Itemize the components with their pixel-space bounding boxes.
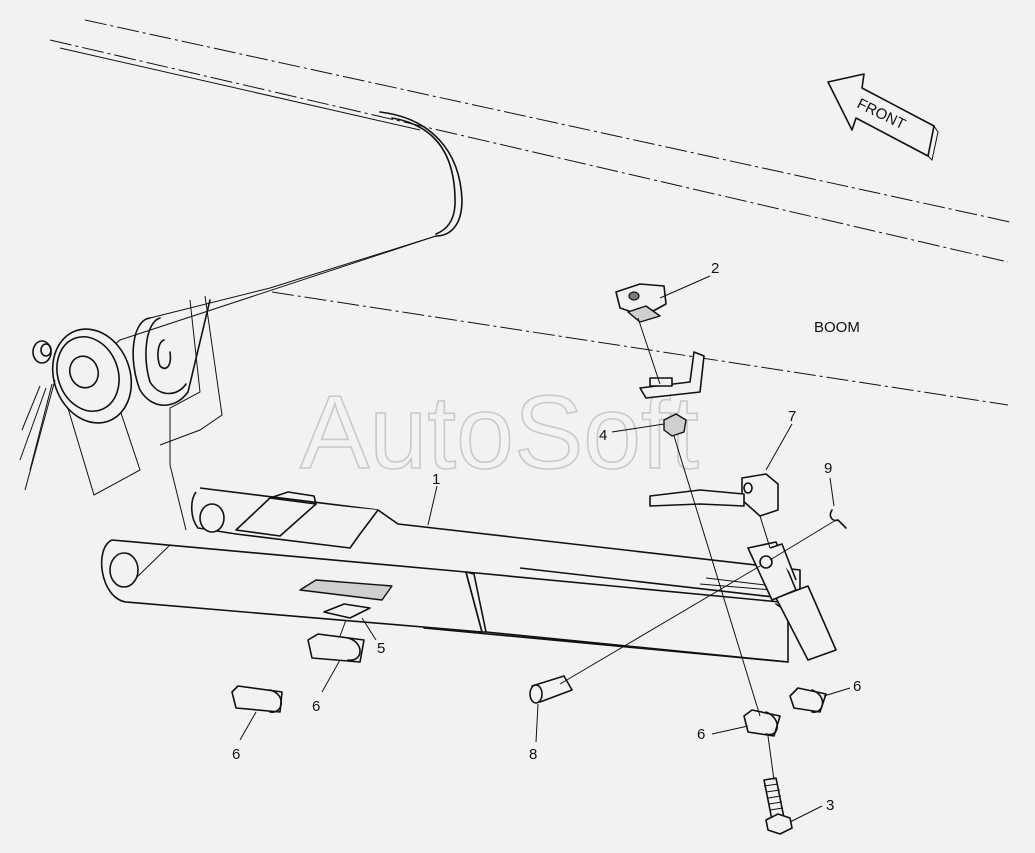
part-1-bracket xyxy=(100,487,801,663)
callout-3: 3 xyxy=(826,797,834,814)
part-8-pin xyxy=(529,675,573,704)
boom-outline xyxy=(19,19,1011,531)
front-arrow: FRONT xyxy=(827,73,939,162)
callout-8: 8 xyxy=(529,746,537,763)
boom-label: BOOM xyxy=(814,319,860,336)
part-9-cotter-pin xyxy=(829,509,847,529)
callout-9: 9 xyxy=(824,460,832,477)
part-3-bolt xyxy=(763,777,793,835)
callout-6: 6 xyxy=(232,746,240,763)
callout-2: 2 xyxy=(711,260,719,277)
callout-6: 6 xyxy=(853,678,861,695)
part-7-bracket xyxy=(649,473,837,661)
part-6-clip-b xyxy=(307,633,365,663)
watermark: AutoSoft xyxy=(300,375,699,491)
callout-1: 1 xyxy=(432,471,440,488)
callout-5: 5 xyxy=(377,640,385,657)
part-6-clip-c xyxy=(789,687,827,713)
part-6-clip-d xyxy=(743,709,781,737)
callout-6: 6 xyxy=(697,726,705,743)
callouts: 1 2 3 4 5 6 6 6 6 7 8 9 xyxy=(232,260,861,814)
callout-7: 7 xyxy=(788,408,796,425)
assembly-lines xyxy=(135,317,837,781)
callout-6: 6 xyxy=(312,698,320,715)
part-2-guide xyxy=(615,283,667,323)
part-6-clip-a xyxy=(231,685,283,713)
part-4-nut xyxy=(663,413,687,437)
mount-bracket xyxy=(639,351,705,399)
leader-lines xyxy=(239,275,851,823)
part-5-pad xyxy=(323,603,371,619)
callout-4: 4 xyxy=(599,427,607,444)
